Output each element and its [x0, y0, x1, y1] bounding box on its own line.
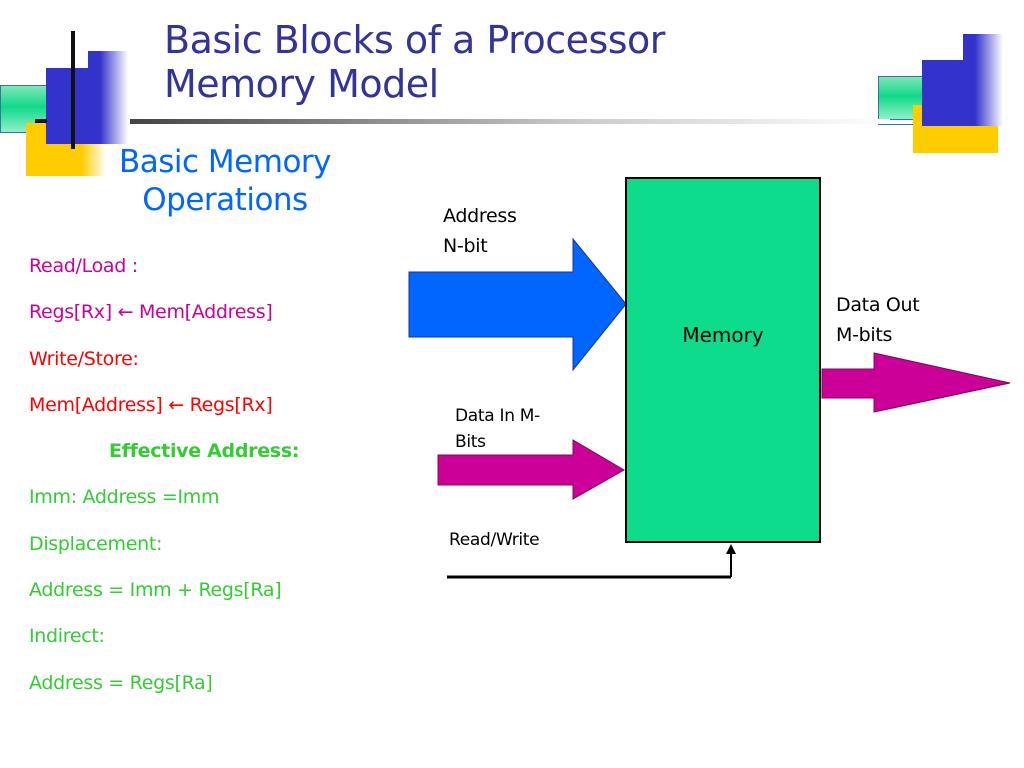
decor-black-bar-left — [71, 31, 75, 149]
decor-blue-block-left — [46, 68, 88, 144]
decor-black-tick-left — [35, 119, 47, 123]
list-item-displacement-expression: Address = Imm + Regs[Ra] — [29, 579, 282, 602]
section-heading-line-2: Operations — [142, 182, 308, 218]
decor-line-right — [878, 124, 914, 125]
decor-blue-fade-right — [963, 34, 1003, 126]
list-item-displacement: Displacement: — [29, 532, 163, 555]
list-item-write-expression: Mem[Address] ← Regs[Rx] — [29, 393, 273, 416]
address-arrow — [408, 237, 627, 372]
memory-label: Memory — [682, 323, 764, 347]
data-out-label: Data Out M-bits — [836, 290, 920, 350]
slide-title-line-1: Basic Blocks of a Processor — [164, 18, 665, 62]
address-label-line-2: N-bit — [443, 235, 488, 257]
read-write-label: Read/Write — [449, 530, 540, 550]
data-in-arrow — [437, 439, 625, 500]
list-item-effective-address: Effective Address: — [109, 440, 300, 463]
data-in-label-line-2: Bits — [455, 432, 486, 452]
data-in-label-line-1: Data In M- — [455, 406, 540, 426]
memory-block — [625, 177, 821, 543]
read-write-arrowhead — [726, 544, 736, 554]
list-item-immediate: Imm: Address =Imm — [29, 486, 220, 509]
decor-blue-fade-left — [88, 51, 128, 144]
decor-green-block-left — [0, 85, 48, 133]
section-heading-line-1: Basic Memory — [119, 144, 332, 180]
address-label: Address N-bit — [443, 201, 517, 261]
slide-title: Basic Blocks of a Processor Memory Model — [164, 18, 665, 106]
list-item-write-store: Write/Store: — [29, 347, 139, 370]
list-item-indirect: Indirect: — [29, 625, 105, 648]
data-out-label-line-1: Data Out — [836, 294, 920, 316]
section-heading: Basic Memory Operations — [100, 143, 350, 219]
data-out-label-line-2: M-bits — [836, 324, 893, 346]
data-in-label: Data In M- Bits — [455, 403, 540, 455]
list-item-read-load: Read/Load : — [29, 255, 138, 277]
list-item-indirect-expression: Address = Regs[Ra] — [29, 671, 213, 694]
list-item-read-expression: Regs[Rx] ← Mem[Address] — [29, 301, 273, 324]
decor-blue-block-right — [922, 60, 964, 126]
operations-list: Read/Load : Regs[Rx] ← Mem[Address] Writ… — [29, 251, 359, 714]
address-label-line-1: Address — [443, 205, 517, 227]
data-out-arrow — [821, 352, 1011, 413]
title-divider — [130, 119, 890, 124]
slide-title-line-2: Memory Model — [164, 62, 439, 106]
